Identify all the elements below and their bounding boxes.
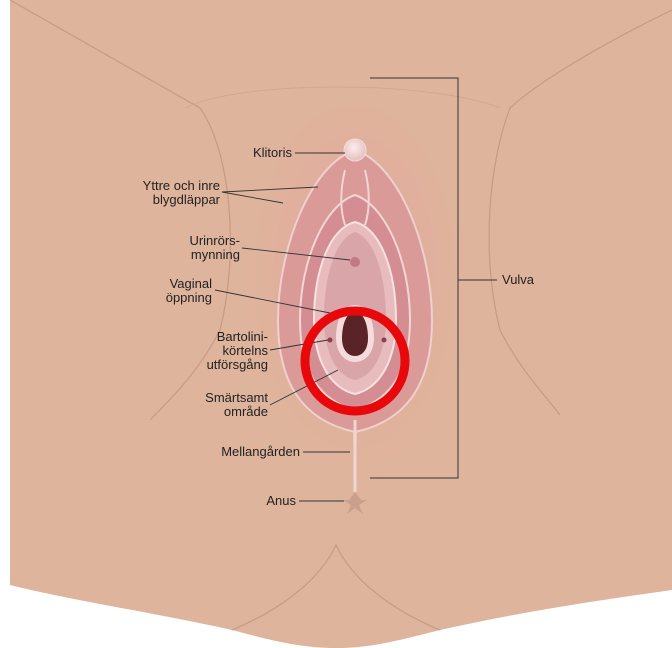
label-pain-area: Smärtsamt område (170, 391, 268, 419)
label-vaginal-line2: öppning (130, 291, 212, 305)
label-vaginal-line1: Vaginal (130, 277, 212, 291)
label-labia-line2: blygdläppar (100, 193, 220, 207)
label-perineum: Mellangården (180, 445, 300, 459)
label-clitoris: Klitoris (222, 146, 292, 160)
label-perineum-text: Mellangården (180, 445, 300, 459)
label-labia: Yttre och inre blygdläppar (100, 179, 220, 207)
label-urethra: Urinrörs- mynning (150, 234, 240, 262)
label-urethra-line1: Urinrörs- (150, 234, 240, 248)
bartholin-duct-left (328, 338, 333, 343)
label-vaginal-opening: Vaginal öppning (130, 277, 212, 305)
label-clitoris-text: Klitoris (222, 146, 292, 160)
urethral-opening (350, 257, 360, 267)
clitoris (344, 139, 366, 161)
label-anus-text: Anus (240, 494, 296, 508)
label-bartholin-line2: körtelns (170, 344, 268, 358)
label-anus: Anus (240, 494, 296, 508)
label-bartholin: Bartolini- körtelns utförsgång (170, 330, 268, 372)
label-vulva-text: Vulva (502, 273, 562, 287)
label-vulva: Vulva (502, 273, 562, 287)
bartholin-duct-right (382, 338, 387, 343)
label-urethra-line2: mynning (150, 248, 240, 262)
label-bartholin-line1: Bartolini- (170, 330, 268, 344)
label-pain-line2: område (170, 405, 268, 419)
label-labia-line1: Yttre och inre (100, 179, 220, 193)
label-bartholin-line3: utförsgång (170, 358, 268, 372)
label-pain-line1: Smärtsamt (170, 391, 268, 405)
